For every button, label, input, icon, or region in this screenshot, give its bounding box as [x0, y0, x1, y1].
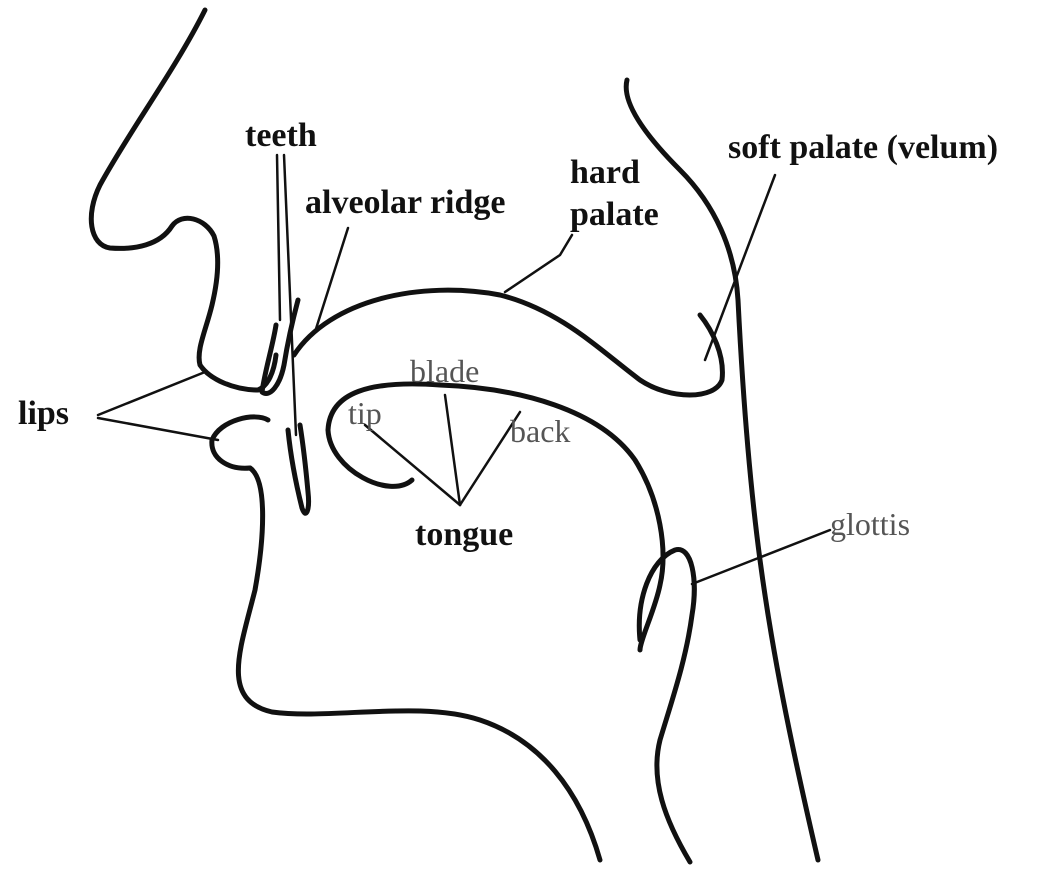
label-hard-palate-line1: hard	[570, 154, 640, 191]
labels: teeth alveolar ridge hard palate soft pa…	[18, 117, 998, 553]
label-glottis: glottis	[830, 506, 910, 542]
tongue-leader-blade	[445, 395, 460, 505]
label-alveolar-ridge: alveolar ridge	[305, 184, 506, 221]
label-back: back	[510, 413, 570, 449]
tongue-leader-tip	[365, 425, 460, 505]
palate-outline	[294, 290, 722, 395]
lips-leader-upper	[98, 372, 205, 415]
teeth-leader-1	[277, 155, 280, 320]
label-teeth: teeth	[245, 117, 317, 154]
lips-leader-lower	[98, 418, 218, 440]
label-lips: lips	[18, 395, 69, 432]
hard-palate-leader	[505, 235, 572, 292]
epiglottis-outline	[639, 550, 694, 862]
label-hard-palate-line2: palate	[570, 196, 659, 233]
label-tongue: tongue	[415, 516, 513, 553]
label-tip: tip	[348, 395, 382, 431]
label-soft-palate: soft palate (velum)	[728, 129, 998, 166]
teeth-leader-2	[284, 155, 296, 435]
lower-teeth-outline	[288, 425, 309, 513]
nose-upper-lip-outline	[91, 10, 276, 390]
lower-lip-outline	[212, 417, 268, 468]
label-blade: blade	[410, 353, 479, 389]
